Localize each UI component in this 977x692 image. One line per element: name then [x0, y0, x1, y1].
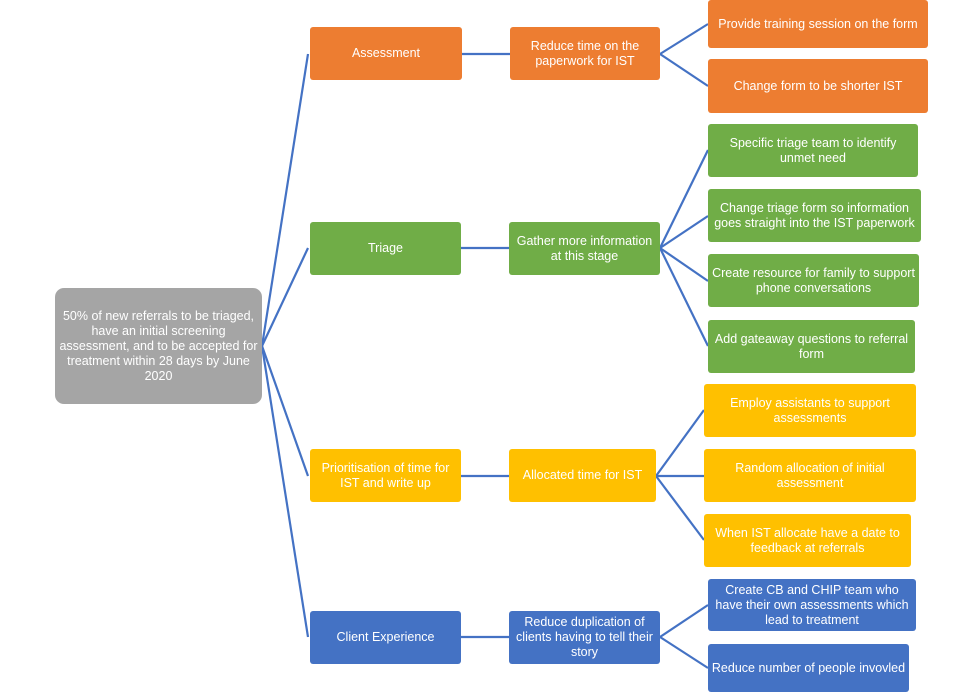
primary-driver-label: Triage [368, 241, 403, 255]
change-idea-text: Create resource for family to support ph… [712, 265, 915, 295]
primary-driver-prioritisation: Prioritisation of time for IST and write… [310, 449, 461, 502]
change-idea-text: Reduce number of people invovled [711, 660, 906, 675]
change-idea-text: When IST allocate have a date to feedbac… [715, 525, 900, 555]
change-idea: Provide training session on the form [708, 0, 928, 48]
connector-line [655, 409, 705, 477]
change-idea-text: Employ assistants to support assessments [730, 395, 890, 425]
secondary-driver-label: Gather more information at this stage [516, 233, 653, 263]
change-idea: Create CB and CHIP team who have their o… [708, 579, 916, 631]
change-idea: Change form to be shorter IST [708, 59, 928, 113]
change-idea: Employ assistants to support assessments [704, 384, 916, 437]
change-idea-text: Change form to be shorter IST [733, 78, 903, 93]
change-idea: Specific triage team to identify unmet n… [708, 124, 918, 177]
primary-driver-triage: Triage [310, 222, 461, 275]
connector-line [659, 636, 709, 669]
secondary-driver-client-experience: Reduce duplication of clients having to … [509, 611, 660, 664]
secondary-driver-label: Reduce time on the paperwork for IST [530, 38, 640, 68]
secondary-driver-label: Allocated time for IST [522, 468, 643, 482]
change-idea: Create resource for family to support ph… [708, 254, 919, 307]
aim-box: 50% of new referrals to be triaged, have… [55, 288, 262, 404]
connector-line [659, 247, 709, 347]
change-idea: When IST allocate have a date to feedbac… [704, 514, 911, 567]
connector-line [260, 345, 310, 638]
change-idea-text: Change triage form so information goes s… [714, 200, 915, 230]
connector-line [260, 345, 310, 477]
change-idea: Add gateaway questions to referral form [708, 320, 915, 373]
secondary-driver-label: Reduce duplication of clients having to … [516, 615, 653, 659]
change-idea-text: Add gateaway questions to referral form [714, 331, 909, 361]
primary-driver-label: Client Experience [336, 630, 435, 644]
change-idea-text: Provide training session on the form [718, 16, 918, 31]
change-idea: Reduce number of people invovled [708, 644, 909, 692]
secondary-driver-prioritisation: Allocated time for IST [509, 449, 656, 502]
connector-line [260, 53, 310, 347]
connector-line [659, 149, 709, 249]
primary-driver-label: Prioritisation of time for IST and write… [321, 460, 450, 490]
secondary-driver-triage: Gather more information at this stage [509, 222, 660, 275]
change-idea-text: Random allocation of initial assessment [735, 460, 885, 490]
change-idea: Random allocation of initial assessment [704, 449, 916, 502]
change-idea-text: Create CB and CHIP team who have their o… [715, 582, 909, 627]
change-idea-text: Specific triage team to identify unmet n… [729, 135, 897, 165]
connector-line [659, 23, 709, 55]
connector-line [261, 247, 309, 347]
primary-driver-label: Assessment [351, 46, 421, 60]
secondary-driver-assessment: Reduce time on the paperwork for IST [510, 27, 660, 80]
connector-line [659, 604, 709, 638]
connector-line [655, 475, 705, 541]
connector-line [659, 215, 709, 249]
change-idea: Change triage form so information goes s… [708, 189, 921, 242]
connector-line [659, 53, 709, 87]
primary-driver-client-experience: Client Experience [310, 611, 461, 664]
aim-text: 50% of new referrals to be triaged, have… [59, 308, 258, 383]
primary-driver-assessment: Assessment [310, 27, 462, 80]
connector-line [659, 247, 709, 282]
